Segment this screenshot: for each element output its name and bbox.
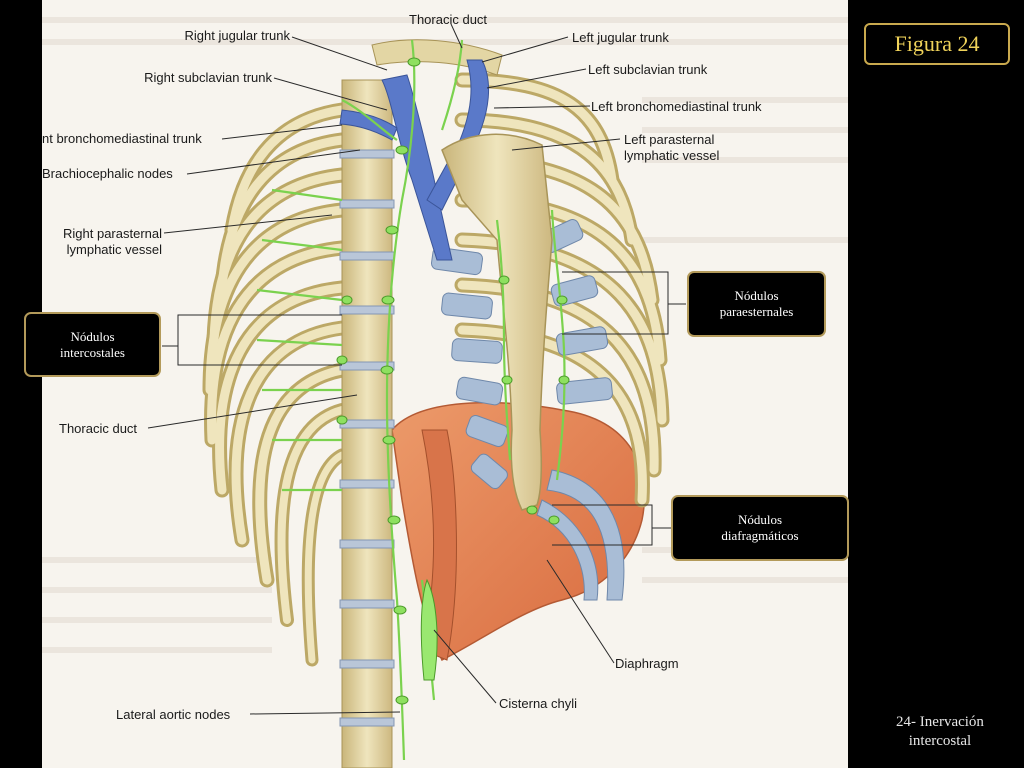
callout-intercostal-nodes: Nódulos intercostales [24, 312, 161, 377]
anatomy-plate: Right jugular trunk Right subclavian tru… [42, 0, 848, 768]
lateral-aortic-nodes-label: Lateral aortic nodes [116, 707, 231, 722]
cisterna-chyli [420, 578, 438, 681]
great-veins [339, 59, 490, 261]
callout-diaphragmatic-nodes: Nódulos diafragmáticos [671, 495, 849, 561]
diaphragm-label: Diaphragm [615, 656, 679, 671]
left-jugular-trunk-label: Left jugular trunk [572, 30, 669, 45]
caption-line1: 24- Inervación [896, 714, 984, 730]
right-bronchomediastinal-trunk-label: nt bronchomediastinal trunk [42, 131, 202, 146]
right-parasternal-label-line2: lymphatic vessel [66, 242, 162, 257]
callout-diaphragmatic-line1: Nódulos [737, 512, 783, 527]
slide-caption: 24- Inervación intercostal [866, 713, 1014, 751]
thoracic-cage-illustration [42, 17, 848, 768]
cisterna-chyli-label: Cisterna chyli [499, 696, 578, 711]
right-parasternal-label-line1: Right parasternal [63, 226, 162, 241]
left-bronchomediastinal-trunk-label: Left bronchomediastinal trunk [591, 99, 762, 114]
callout-parasternal-line1: Nódulos [734, 288, 779, 303]
left-parasternal-label-line1: Left parasternal [624, 132, 715, 147]
lymph-nodes [336, 57, 570, 705]
vertebral-column [339, 79, 395, 768]
callout-diaphragmatic-line2: diafragmáticos [721, 528, 799, 543]
ribs-right-highlight [205, 105, 347, 664]
callout-intercostal-line2: intercostales [60, 344, 125, 360]
callout-intercostal-line1: Nódulos [70, 328, 115, 344]
thoracic-duct-top-label: Thoracic duct [409, 12, 488, 27]
right-subclavian-trunk-label: Right subclavian trunk [144, 70, 272, 85]
right-jugular-trunk-label: Right jugular trunk [184, 28, 291, 43]
thoracic-duct-left-label: Thoracic duct [59, 421, 138, 436]
caption-line2: intercostal [908, 733, 972, 749]
costal-cartilages [430, 219, 625, 601]
left-parasternal-label-line2: lymphatic vessel [624, 148, 720, 163]
sternum [441, 133, 553, 511]
brachiocephalic-nodes-label: Brachiocephalic nodes [42, 166, 173, 181]
leader-lines [147, 23, 686, 715]
callout-parasternal-line2: paraesternales [719, 304, 794, 319]
left-subclavian-trunk-label: Left subclavian trunk [588, 62, 708, 77]
figure-number-badge: Figura 24 [864, 23, 1010, 65]
callout-parasternal-nodes: Nódulos paraesternales [687, 271, 826, 337]
background-print-texture [42, 17, 848, 653]
